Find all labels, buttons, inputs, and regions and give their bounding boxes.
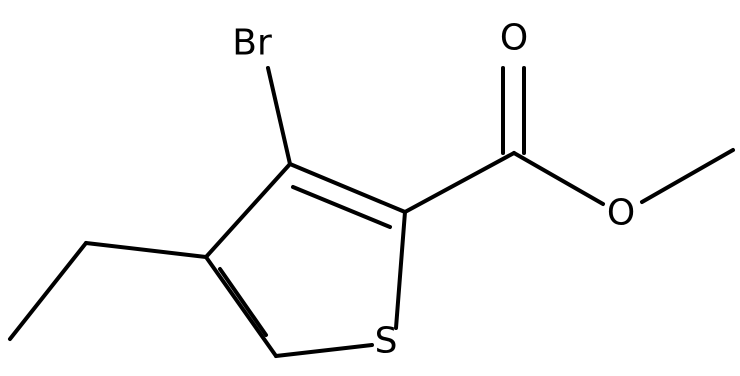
bond-s-c5 (274, 343, 374, 358)
bond-c5-c4-inner (218, 267, 268, 337)
bond-oester-methyl (640, 148, 735, 204)
bond-c3-br (266, 66, 292, 166)
carbonyl-oxygen-label: O (500, 18, 528, 59)
bond-c2-carbonyl (403, 151, 516, 214)
ester-oxygen-label: O (607, 193, 635, 234)
sulfur-label: S (375, 321, 398, 362)
bond-c4-ch2 (84, 241, 208, 259)
bromine-label: Br (232, 23, 272, 64)
bond-ch2-ch3 (8, 241, 88, 341)
bond-c3-c2 (288, 162, 407, 214)
bond-c2-s (394, 210, 407, 330)
bond-c5-c4 (204, 255, 278, 358)
bond-carbonyl-oester (512, 151, 605, 206)
bond-c3-c2-inner (291, 185, 392, 229)
bond-c4-c3 (204, 162, 292, 259)
